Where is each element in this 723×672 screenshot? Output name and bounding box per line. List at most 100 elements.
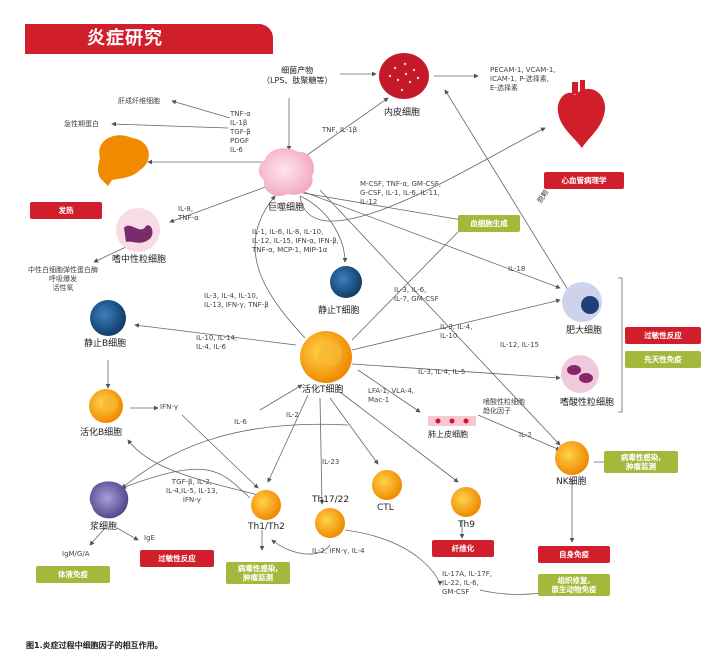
activated-b-label: 活化B细胞 xyxy=(80,428,123,438)
acute-phase-label: 急性期蛋白 xyxy=(64,120,99,128)
macrophage-label: 巨噬细胞 xyxy=(268,203,305,213)
macrophage-to-hematopoiesis-arrow xyxy=(302,192,463,222)
th-to-plasma-arrow xyxy=(121,468,251,499)
plasma-to-igm-arrow xyxy=(89,527,106,546)
lung-to-plasma-arrow xyxy=(121,423,349,489)
mcsf-group-label: M-CSF, TNF-α, GM-CSF, G-CSF, IL-1, IL-6,… xyxy=(360,180,442,206)
t-to-lung-arrow xyxy=(357,369,421,413)
fibrosis-tag: 纤维化 xyxy=(432,540,494,557)
lfa-label: LFA-1, VLA-4, Mac-1 xyxy=(368,387,415,404)
neutrophil-to-effects-arrow xyxy=(93,245,129,263)
arrows xyxy=(89,71,613,595)
t-to-b-label: IL-10, IL-14, IL-4, IL-6 xyxy=(196,334,238,351)
nk-cell-icon xyxy=(555,441,589,475)
t-to-hematopoiesis-arrow xyxy=(351,227,463,341)
t-to-th17-arrow xyxy=(319,397,325,505)
autoimmune-tag: 自身免疫 xyxy=(538,546,610,563)
innate-tag: 先天性免疫 xyxy=(625,351,701,368)
macrophage-to-endothelial-arrow xyxy=(299,97,389,161)
t-to-mast-label: IL-3, IL-4, IL-10 xyxy=(440,323,473,340)
cytokines-to-fibroblast-arrow xyxy=(171,99,231,119)
lung-epi-label: 肺上皮细胞 xyxy=(428,430,468,439)
tnf-il1b-label: TNF, IL-1β xyxy=(322,126,358,134)
eos-factor-label: 嗜酸性粒细胞 趋化因子 xyxy=(483,398,525,415)
fibroblast-label: 肝成纤维细胞 xyxy=(118,97,160,105)
fever-tag: 发热 xyxy=(30,202,102,219)
humoral-tag: 体液免疫 xyxy=(36,566,110,583)
macro-cytokines-label: TNF-α IL-1β TGF-β PDGF IL-6 xyxy=(230,110,251,154)
innate-bracket xyxy=(618,277,623,413)
mast-to-endothelial-arrow xyxy=(444,89,569,291)
il17-label: IL-17A, IL-17F, IL-22, IL-6, GM-CSF xyxy=(442,570,493,596)
macrophage-to-mast-arrow xyxy=(303,191,561,289)
nk-label: NK细胞 xyxy=(556,477,587,487)
page-title: 炎症研究 xyxy=(25,24,273,54)
il2b-label: IL-2 xyxy=(519,431,532,439)
th17-icon xyxy=(315,508,345,538)
ige-label: IgE xyxy=(144,534,155,542)
resting-t-icon xyxy=(330,266,362,298)
il6-to-t-arrow xyxy=(259,384,303,411)
tgf-group-label: TGF-β, IL-2, IL-4,IL-5, IL-13, IFN-γ xyxy=(166,478,218,504)
macrophage-to-resting-t-arrow xyxy=(299,195,348,263)
tissue-repair-tag: 组织修复, 原生动物免疫 xyxy=(538,574,610,596)
macrophage-to-nk-arrow xyxy=(319,189,561,446)
th9-icon xyxy=(451,487,481,517)
allergy-tag-2: 过敏性反应 xyxy=(140,550,214,567)
macrophage-icon xyxy=(258,148,315,197)
t-to-th9-arrow xyxy=(339,391,459,483)
il8-tnfa-label: IL-8, TNF-α xyxy=(178,205,199,222)
th1th2-label: Th1/Th2 xyxy=(248,522,285,532)
ifng-label: IFN-γ xyxy=(160,403,178,411)
eosinophil-icon xyxy=(561,355,599,393)
t-to-eos-label: IL-3, IL-4, IL-5 xyxy=(418,368,466,376)
th1th2-icon xyxy=(251,490,281,520)
il3-6-7-label: IL-3, IL-6, IL-7, GM-CSF xyxy=(394,286,439,303)
ctl-label: CTL xyxy=(377,503,394,513)
ctl-icon xyxy=(372,470,402,500)
resting-b-label: 静止B细胞 xyxy=(84,339,127,349)
resting-b-icon xyxy=(90,300,126,336)
macrophage-to-cardio-arrow xyxy=(299,127,546,222)
bacteria-label: 细菌产物 （LPS、肽聚糖等） xyxy=(262,66,333,85)
viral-th-tag: 病毒性感染, 肿瘤监测 xyxy=(226,562,290,584)
hematopoiesis-tag: 血细胞生成 xyxy=(458,215,520,232)
figure-caption: 图1.炎症过程中细胞因子的相互作用。 xyxy=(26,641,163,650)
macrophage-to-neutrophil-arrow xyxy=(169,185,269,223)
il2a-label: IL-2 xyxy=(286,411,299,419)
plasma-to-ige-arrow xyxy=(116,527,139,541)
lung-to-nk-arrow xyxy=(477,414,561,451)
il12-15-label: IL-12, IL-15 xyxy=(500,341,539,349)
th1-to-b-arrow xyxy=(127,439,263,497)
eosinophil-label: 嗜酸性粒细胞 xyxy=(560,398,615,408)
ifng-to-th1-arrow xyxy=(181,414,259,489)
t-to-macrophage-arrow xyxy=(254,195,306,339)
t-to-th1-arrow xyxy=(267,394,309,483)
endothelial-label: 内皮细胞 xyxy=(384,108,421,118)
th17-cyto-label: IL-2, IFN-γ, IL-4 xyxy=(312,547,365,555)
cytokines-to-acute-arrow xyxy=(111,121,229,129)
endothelial-cell-icon xyxy=(379,53,429,99)
endothelial-products-label: PECAM-1, VCAM-1, ICAM-1, P-选择素, E-选择素 xyxy=(490,66,556,92)
th17-cytokines-arrow xyxy=(271,539,331,555)
t-to-ctl-arrow xyxy=(329,397,379,465)
neutro-effects-label: 中性白细胞弹性蛋白酶 呼吸爆发 活性氧 xyxy=(28,266,98,292)
activated-t-label: 活化T细胞 xyxy=(302,385,344,395)
t-to-b-arrow xyxy=(134,323,297,346)
macro-to-t-label: IL-1, IL-6, IL-8, IL-10, IL-12, IL-15, I… xyxy=(252,228,339,254)
heart-icon xyxy=(557,88,606,148)
il6-label: IL-6 xyxy=(234,418,247,426)
plasma-cell-icon xyxy=(89,481,129,519)
allergy-tag-1: 过敏性反应 xyxy=(625,327,701,344)
brain-icon xyxy=(98,135,149,186)
th17-to-il17-arrow xyxy=(344,529,443,586)
t-to-macro-label: IL-3, IL-4, IL-10, IL-13, IFN-γ, TNF-β xyxy=(204,292,269,309)
mast-label: 肥大细胞 xyxy=(566,326,603,336)
t-to-mast-arrow xyxy=(351,298,561,351)
resting-t-label: 静止T细胞 xyxy=(318,306,360,316)
th17-label: Th17/22 xyxy=(312,495,350,505)
th9-label: Th9 xyxy=(458,520,475,530)
il23-label: IL-23 xyxy=(322,458,340,466)
